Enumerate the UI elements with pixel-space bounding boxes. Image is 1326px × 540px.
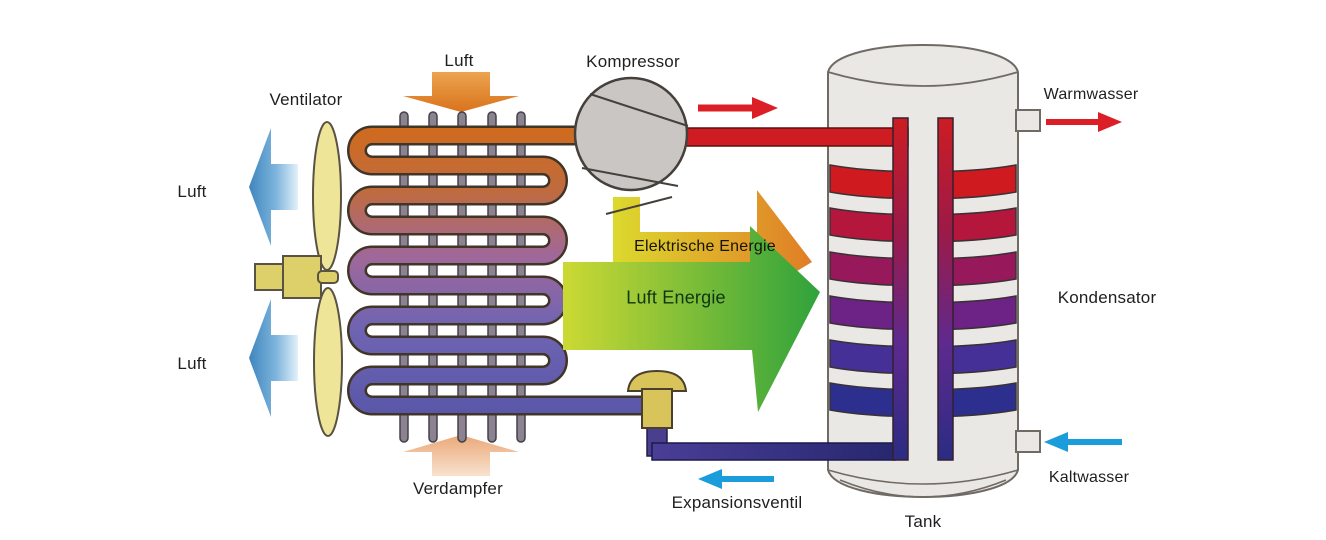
expansionsventil-label: Expansionsventil — [671, 493, 803, 512]
kompressor-label: Kompressor — [586, 52, 680, 71]
hot-flow-arrow-icon — [698, 97, 778, 119]
fan-icon — [254, 121, 343, 437]
warmwasser-label: Warmwasser — [1043, 86, 1139, 103]
warm-water-arrow-icon — [1046, 112, 1122, 132]
condenser-coil-bands — [829, 118, 1017, 460]
air-out-arrow-lower-icon — [249, 299, 298, 417]
warm-water-outlet — [1015, 109, 1041, 132]
elektrische-energie-label: Elektrische Energie — [634, 238, 776, 255]
hot-gas-pipe — [685, 127, 909, 147]
evaporator-air-arrow-icon — [403, 435, 519, 476]
evaporator-coil — [347, 125, 648, 416]
ventilator-label: Ventilator — [269, 90, 343, 109]
kondensator-label: Kondensator — [1057, 288, 1157, 307]
expansion-valve-icon — [626, 369, 688, 429]
verdampfer-label: Verdampfer — [413, 479, 503, 498]
luft-energie-label: Luft Energie — [626, 287, 726, 308]
air-out-arrow-upper-icon — [249, 128, 298, 246]
expansion-flow-arrow-icon — [698, 469, 774, 489]
air-in-arrow-icon — [403, 72, 519, 112]
luft-left-lower-label: Luft — [177, 354, 207, 373]
kaltwasser-label: Kaltwasser — [1048, 469, 1130, 486]
cold-water-inlet — [1015, 430, 1041, 453]
compressor-icon — [573, 76, 689, 215]
tank-label: Tank — [904, 512, 942, 531]
luft-top-label: Luft — [444, 51, 474, 70]
condenser-riser-pipes — [892, 117, 954, 461]
cold-water-arrow-icon — [1044, 432, 1122, 452]
luft-left-upper-label: Luft — [177, 182, 207, 201]
air-energy-arrow-icon — [563, 226, 820, 412]
